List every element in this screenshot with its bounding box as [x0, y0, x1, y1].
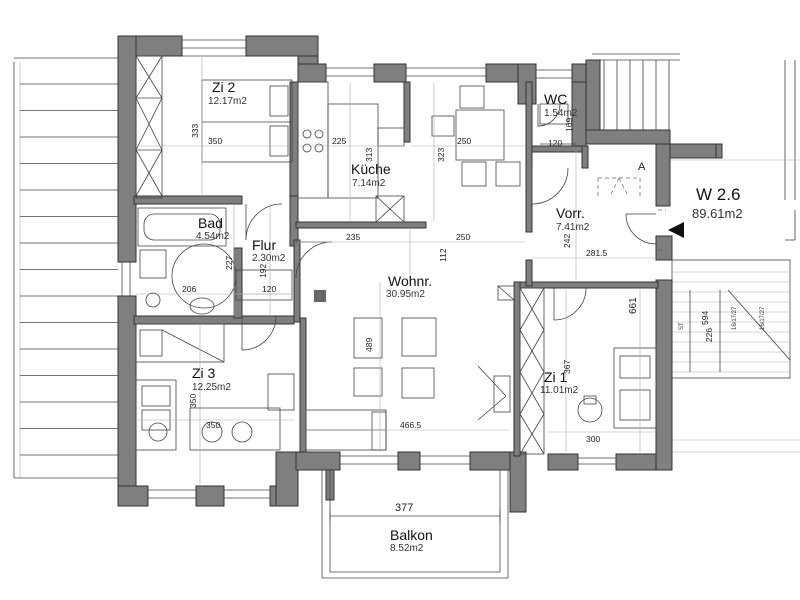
- room-name-wc: WC: [544, 91, 567, 107]
- room-name-kueche: Küche: [351, 161, 391, 177]
- room-labels: Zi 2 12.17m2 Küche 7.14m2 WC 1.54m2 Bad …: [192, 79, 590, 554]
- room-name-zi3: Zi 3: [192, 365, 216, 381]
- room-area-wohnr: 30.95m2: [386, 289, 425, 300]
- dim-wc-width: 120: [548, 138, 562, 148]
- dim-zi2-depth: 333: [190, 124, 200, 138]
- dimension-labels: 333 350 225 313 250 323 169 120 235 250 …: [182, 118, 639, 514]
- room-area-balkon: 8.52m2: [390, 543, 424, 554]
- room-area-zi1: 11.01m2: [540, 385, 579, 396]
- dim-corridor-right: 250: [456, 232, 470, 242]
- dim-stair-a: 594: [700, 311, 710, 325]
- interior-walls: [133, 81, 659, 457]
- unit-area: 89.61m2: [692, 206, 743, 221]
- dim-vorr-depth: 242: [562, 234, 572, 248]
- dim-zi3-depth: 350: [188, 394, 198, 408]
- room-name-vorr: Vorr.: [556, 205, 585, 221]
- dim-flur-width: 120: [262, 284, 276, 294]
- dim-zi3-width: 350: [206, 420, 220, 430]
- dimension-lines: [136, 56, 656, 486]
- entry-arrow-icon: [668, 222, 684, 238]
- dim-corridor-left: 235: [346, 232, 360, 242]
- dim-kueche-width: 225: [332, 136, 346, 146]
- room-area-vorr: 7.41m2: [556, 222, 590, 233]
- room-area-flur: 2.30m2: [252, 253, 286, 264]
- dim-dining-width: 250: [457, 136, 471, 146]
- room-area-bad: 4.54m2: [196, 231, 230, 242]
- dim-flur-depth: 192: [258, 264, 268, 278]
- room-name-balkon: Balkon: [390, 527, 433, 543]
- room-name-wohnr: Wohnr.: [388, 273, 432, 289]
- section-marker: A: [638, 161, 646, 173]
- unit-label: W 2.6 89.61m2 A: [638, 161, 743, 251]
- dim-corridor-depth: 112: [438, 248, 448, 262]
- room-name-zi2: Zi 2: [212, 79, 236, 95]
- exterior-walls: [117, 35, 723, 513]
- dim-dining-depth: 323: [436, 148, 446, 162]
- stair-label-b: 16/17/27: [760, 306, 766, 330]
- unit-name: W 2.6: [696, 185, 740, 204]
- right-terrace: [592, 53, 800, 453]
- furniture: [135, 55, 657, 455]
- stair-label-st: ST: [679, 322, 685, 330]
- dim-bad-depth: 227: [224, 256, 234, 270]
- stair-label-a: 16/17/27: [732, 306, 738, 330]
- room-name-flur: Flur: [252, 237, 276, 253]
- dim-wohnr-width: 466.5: [400, 420, 422, 430]
- stair-block: 594 226 16/17/27 16/17/27 ST: [671, 259, 791, 379]
- dim-zi2-width: 350: [208, 136, 222, 146]
- room-area-kueche: 7.14m2: [352, 178, 386, 189]
- balcony: [321, 470, 509, 579]
- dim-table-depth: 489: [364, 338, 374, 352]
- room-area-zi2: 12.17m2: [208, 96, 247, 107]
- room-name-bad: Bad: [198, 215, 223, 231]
- room-name-zi1: Zi 1: [544, 369, 568, 385]
- left-terrace: [13, 57, 118, 479]
- dim-zi1-depth: 367: [562, 360, 572, 374]
- dim-vorr-width: 281.5: [586, 248, 608, 258]
- dim-wc-depth: 169: [564, 118, 574, 132]
- dim-bad-width: 206: [182, 284, 196, 294]
- room-area-wc: 1.54m2: [544, 108, 578, 119]
- dim-balkon-width: 377: [395, 502, 413, 514]
- dim-stair-b: 226: [704, 328, 714, 342]
- windows: [121, 39, 616, 499]
- dim-zi1-side: 661: [628, 297, 639, 314]
- dim-kueche-depth: 313: [364, 148, 374, 162]
- room-area-zi3: 12.25m2: [192, 382, 231, 393]
- dim-zi1-width: 300: [586, 434, 600, 444]
